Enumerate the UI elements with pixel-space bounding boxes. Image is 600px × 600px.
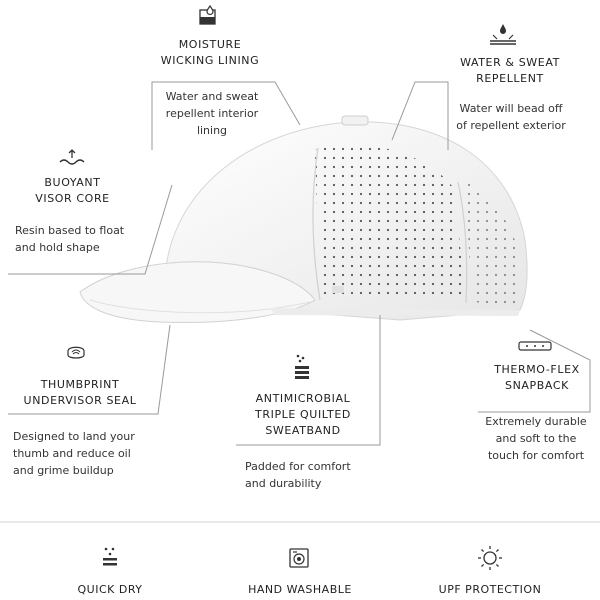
antimicrobial-title: ANTIMICROBIAL TRIPLE QUILTED SWEATBAND [255, 392, 351, 437]
quick-dry-icon [101, 546, 119, 568]
hand-wash-icon [288, 547, 310, 569]
perforated-panel [315, 144, 465, 300]
thermo-title: THERMO-FLEX SNAPBACK [494, 363, 580, 392]
droplet-box-icon [196, 4, 220, 28]
cap-visor [79, 261, 316, 323]
float-icon [58, 148, 86, 168]
perforated-back-panel [465, 180, 518, 305]
thumbprint-title: THUMBPRINT UNDERVISOR SEAL [23, 378, 137, 407]
cap-logo-tab [332, 286, 344, 293]
upf-label: UPF PROTECTION [438, 583, 542, 596]
antimicrobial-desc: Padded for comfort and durability [245, 460, 351, 490]
cap-svg [79, 115, 528, 323]
buoyant-desc: Resin based to float and hold shape [15, 224, 125, 254]
buoyant-title: BUOYANT VISOR CORE [35, 176, 110, 205]
thumbprint-desc: Designed to land your thumb and reduce o… [13, 430, 135, 477]
water-bead-icon [488, 22, 518, 46]
snapback-icon [518, 340, 552, 352]
connector-lines [8, 81, 591, 446]
water-title: WATER & SWEAT REPELLENT [460, 56, 560, 85]
moisture-desc: Water and sweat repellent interior linin… [165, 90, 259, 137]
water-desc: Water will bead off of repellent exterio… [456, 102, 566, 132]
cap-image [70, 110, 540, 340]
cap-button [341, 115, 369, 126]
sun-icon [476, 544, 504, 572]
thermo-desc: Extremely durable and soft to the touch … [485, 415, 587, 462]
thumbprint-icon [66, 343, 86, 361]
quilted-band-icon [292, 353, 312, 383]
moisture-title: MOISTURE WICKING LINING [160, 38, 260, 67]
section-divider [0, 521, 600, 523]
quick-dry-label: QUICK DRY [77, 583, 143, 596]
hand-wash-label: HAND WASHABLE [248, 583, 352, 596]
